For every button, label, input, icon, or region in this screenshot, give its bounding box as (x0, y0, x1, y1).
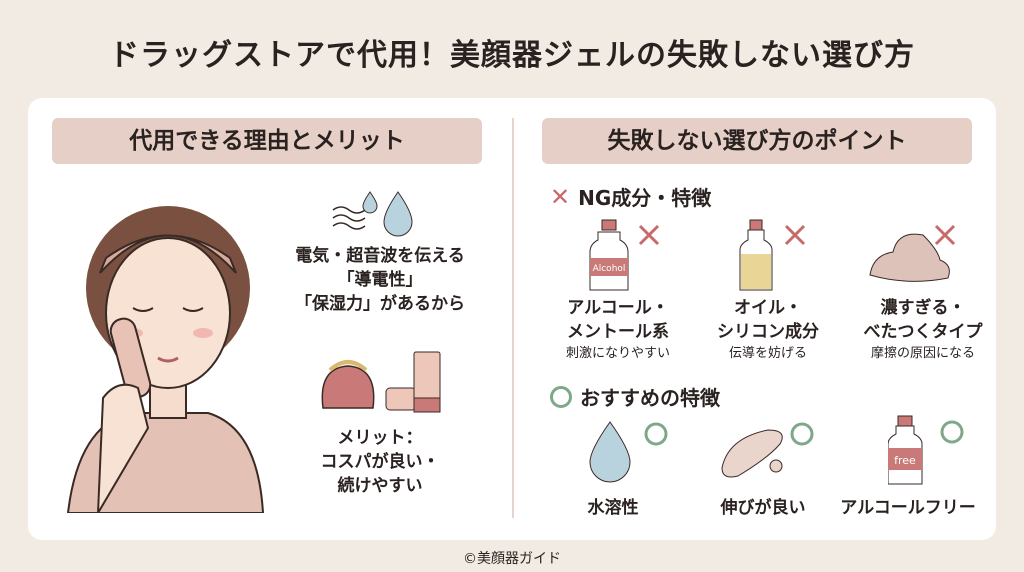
gel-swipe-icon (721, 422, 814, 478)
free-label: free (894, 454, 916, 467)
oil-bottle-icon (739, 219, 806, 291)
alcohol-label: Alcohol (593, 264, 626, 274)
ok-section-title: おすすめの特徴 (580, 386, 720, 410)
thick-cream-icon (869, 224, 956, 282)
woman-using-device-illustration (66, 206, 265, 513)
ng-item-3-label-2: べたつくタイプ (863, 322, 983, 342)
water-drop-icon (589, 421, 668, 483)
reason-line-3: 「保湿力」があるから (295, 294, 465, 314)
reason-line-1: 電気・超音波を伝える (295, 246, 465, 266)
ng-item-1-label: アルコール・ (567, 298, 669, 318)
purse-and-cosmetics-icon (321, 351, 441, 413)
ok-item-2-label: 伸びが良い (720, 498, 806, 518)
ok-item-3-label: アルコールフリー (840, 498, 976, 518)
page-title: ドラッグストアで代用！美顔器ジェルの失敗しない選び方 (109, 38, 915, 73)
cross-icon: ✕ (550, 182, 571, 211)
water-drops-icon (332, 191, 413, 237)
infographic-card: 代用できる理由とメリット 失敗しない選び方のポイント 電気・超音波を伝える 「導… (28, 98, 996, 540)
left-section-header: 代用できる理由とメリット (52, 118, 482, 164)
ng-item-2-label-2: シリコン成分 (717, 322, 819, 342)
ng-item-1-label-2: メントール系 (567, 322, 669, 342)
merit-line-2: コスパが良い・ (320, 452, 440, 472)
ng-item-3-label: 濃すぎる・ (880, 298, 966, 318)
ok-item-1-label: 水溶性 (587, 498, 639, 518)
circle-icon (550, 385, 572, 408)
ng-item-2-label: オイル・ (734, 298, 802, 318)
divider (512, 118, 514, 518)
ng-item-2-note: 伝導を妨げる (728, 346, 807, 361)
ng-item-3-note: 摩擦の原因になる (870, 346, 975, 361)
merit-line-1: メリット： (337, 428, 423, 448)
ng-item-1-note: 刺激になりやすい (565, 346, 670, 361)
alcohol-free-bottle-icon: free (888, 415, 964, 485)
merit-line-3: 続けやすい (337, 476, 423, 496)
copyright-footer: ©美顔器ガイド (463, 551, 561, 567)
right-section-header: 失敗しない選び方のポイント (542, 118, 972, 164)
reason-line-2: 「導電性」 (337, 270, 423, 290)
ng-section-title: NG成分・特徴 (578, 186, 712, 210)
alcohol-bottle-icon: Alcohol (589, 219, 660, 291)
